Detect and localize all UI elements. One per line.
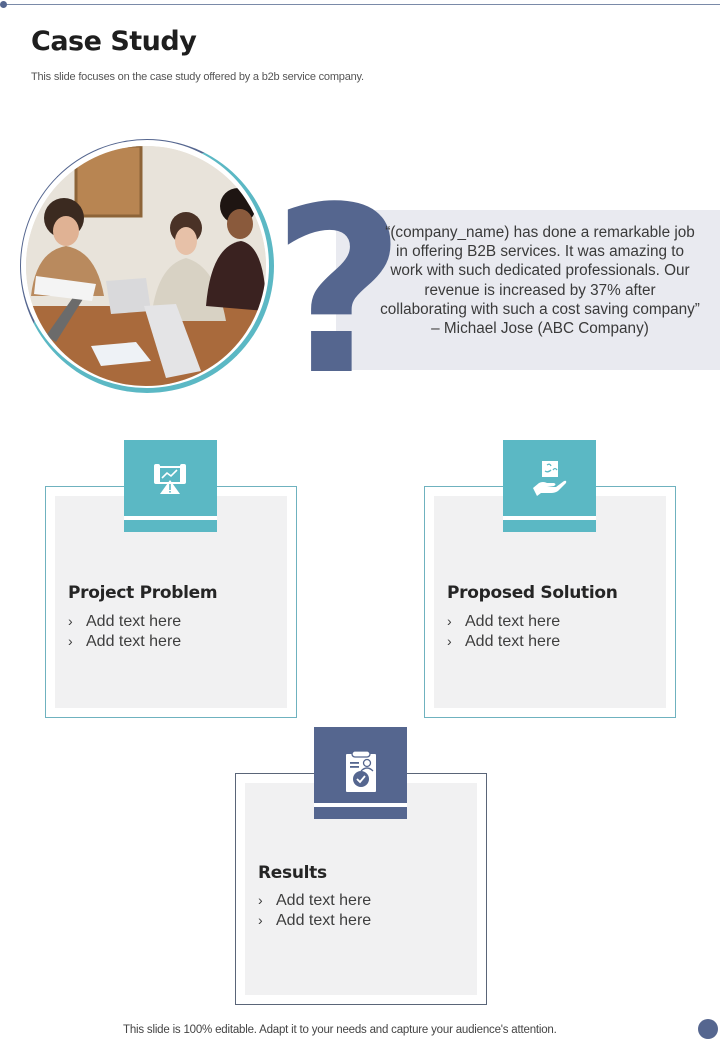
chevron-right-icon: › bbox=[258, 911, 263, 928]
question-mark-icon: ? bbox=[272, 159, 406, 426]
top-rule-dot bbox=[0, 1, 7, 8]
results-card bbox=[235, 773, 487, 1005]
list-item: ›Add text here bbox=[258, 911, 372, 929]
clipboard-check-icon bbox=[346, 750, 376, 792]
team-meeting-photo bbox=[26, 146, 266, 386]
chevron-right-icon: › bbox=[447, 632, 452, 649]
chevron-right-icon: › bbox=[68, 632, 73, 649]
footer-dot bbox=[698, 1019, 718, 1039]
results-icon-tab bbox=[314, 727, 407, 819]
project-problem-title: Project Problem bbox=[68, 583, 218, 603]
list-item: ›Add text here bbox=[68, 632, 182, 650]
tab-stripe bbox=[314, 803, 407, 807]
photo-ring bbox=[20, 139, 274, 393]
page-title: Case Study bbox=[31, 26, 197, 57]
list-item: ›Add text here bbox=[447, 632, 561, 650]
footer-note: This slide is 100% editable. Adapt it to… bbox=[123, 1024, 557, 1036]
page-subtitle: This slide focuses on the case study off… bbox=[31, 71, 364, 83]
results-title: Results bbox=[258, 863, 327, 883]
hand-puzzle-icon bbox=[533, 461, 567, 496]
results-list: ›Add text here ›Add text here bbox=[258, 891, 371, 930]
testimonial-text: “(company_name) has done a remarkable jo… bbox=[380, 223, 700, 338]
chevron-right-icon: › bbox=[258, 892, 263, 908]
testimonial-quote: “(company_name) has done a remarkable jo… bbox=[380, 224, 700, 318]
proposed-solution-card bbox=[424, 486, 676, 718]
list-item: ›Add text here bbox=[258, 892, 372, 909]
tab-stripe bbox=[124, 516, 217, 520]
tab-stripe bbox=[503, 516, 596, 520]
project-problem-icon-tab bbox=[124, 440, 217, 532]
proposed-solution-list: ›Add text here ›Add text here bbox=[447, 612, 560, 651]
proposed-solution-icon-tab bbox=[503, 440, 596, 532]
chevron-right-icon: › bbox=[68, 613, 73, 629]
top-rule bbox=[4, 4, 720, 5]
chevron-right-icon: › bbox=[447, 613, 452, 629]
testimonial-panel bbox=[336, 210, 720, 370]
project-problem-list: ›Add text here ›Add text here bbox=[68, 612, 181, 651]
list-item: ›Add text here bbox=[68, 613, 182, 630]
testimonial-author: – Michael Jose (ABC Company) bbox=[431, 320, 649, 338]
blueprint-warning-icon bbox=[154, 464, 186, 494]
proposed-solution-title: Proposed Solution bbox=[447, 583, 618, 603]
list-item: ›Add text here bbox=[447, 613, 561, 630]
